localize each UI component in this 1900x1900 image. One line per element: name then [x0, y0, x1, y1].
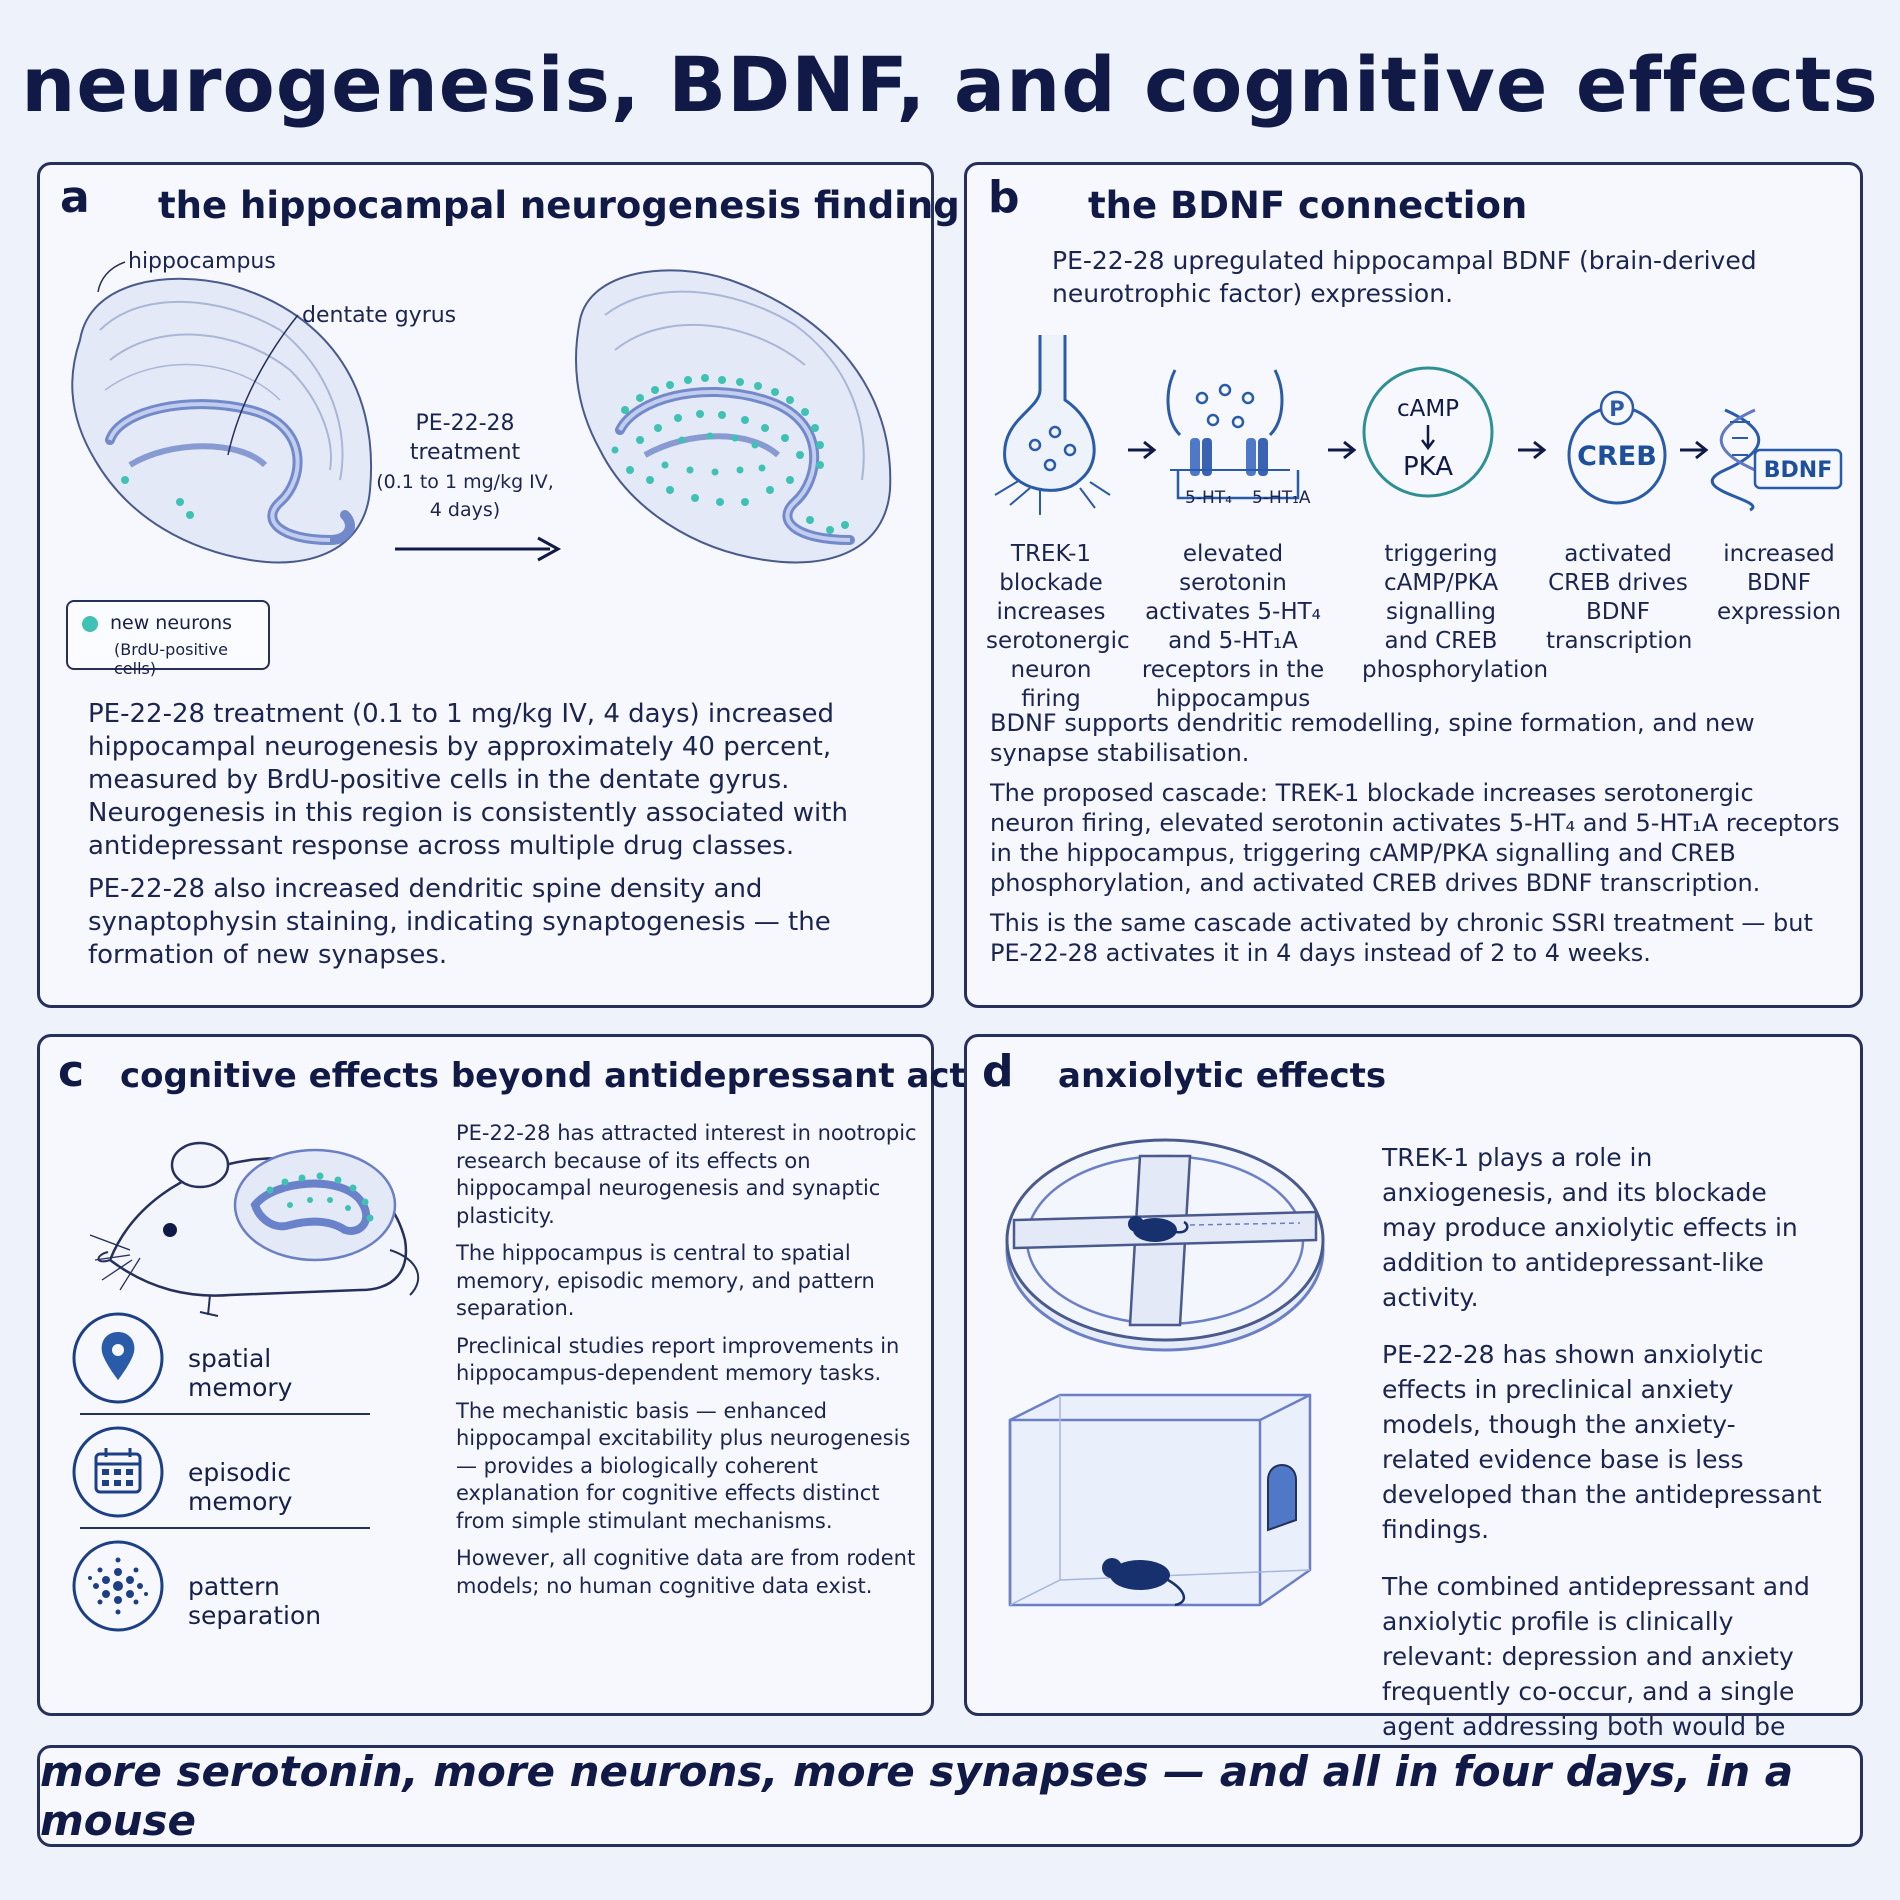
- panel-b-para-1: BDNF supports dendritic remodelling, spi…: [990, 709, 1755, 767]
- pattern-dots-icon: [72, 1540, 164, 1632]
- dna-icon: [1710, 408, 1760, 512]
- panel-a-para-1: PE-22-28 treatment (0.1 to 1 mg/kg IV, 4…: [88, 699, 848, 861]
- panel-d-para-1: TREK-1 plays a role in anxiogenesis, and…: [1382, 1143, 1798, 1312]
- panel-d-text: TREK-1 plays a role in anxiogenesis, and…: [1382, 1140, 1822, 1789]
- step-3-label: triggering cAMP/PKA signalling and CREB …: [1362, 541, 1549, 683]
- elevated-plus-maze-illustration: [1005, 1138, 1325, 1352]
- memory-divider: [80, 1527, 370, 1529]
- arrow-down-icon: [1421, 425, 1435, 451]
- hippocampus-label: hippocampus: [128, 249, 276, 274]
- bdnf-cascade-diagram: 5-HT₄ 5-HT₁A cAMP PKA P CREB BDNF: [994, 335, 1843, 515]
- dentate-gyrus-label: dentate gyrus: [302, 303, 456, 328]
- memory-item-pattern: pattern separation: [70, 1538, 374, 1642]
- panel-c-text: PE-22-28 has attracted interest in nootr…: [456, 1120, 918, 1610]
- neurons-legend: new neurons (BrdU-positive cells): [66, 600, 270, 678]
- memory-item-spatial: spatial memory: [70, 1310, 374, 1414]
- hippocampus-diagram: hippocampus dentate gyrus PE-22-28 treat…: [71, 249, 892, 564]
- panel-c-label: c: [58, 1046, 85, 1097]
- phosphate-label: P: [1609, 397, 1624, 421]
- panel-a-text: PE-22-28 treatment (0.1 to 1 mg/kg IV, 4…: [88, 698, 908, 982]
- page-title: neurogenesis, BDNF, and cognitive effect…: [21, 40, 1879, 129]
- arrow-right-icon: [1680, 440, 1709, 460]
- light-dark-box-illustration: [1008, 1393, 1312, 1607]
- panel-d-title: anxiolytic effects: [1058, 1056, 1387, 1096]
- mouse-icon: [1128, 1216, 1189, 1242]
- panel-d-para-3: The combined antidepressant and anxiolyt…: [1382, 1572, 1810, 1776]
- hippocampus-before: [71, 277, 373, 564]
- panel-d-label: d: [982, 1046, 1014, 1097]
- panel-c-title: cognitive effects beyond antidepressant …: [120, 1056, 1050, 1096]
- treatment-line-3: (0.1 to 1 mg/kg IV,: [376, 471, 554, 493]
- neuron-terminal-icon: [994, 335, 1111, 515]
- mouse-icon: [1102, 1558, 1186, 1607]
- panel-c-para-5: However, all cognitive data are from rod…: [456, 1546, 916, 1598]
- hippocampus-after: [575, 269, 892, 564]
- location-pin-icon: [72, 1312, 164, 1404]
- memory-item-spatial-label: spatial memory: [188, 1344, 293, 1402]
- panel-c-para-2: The hippocampus is central to spatial me…: [456, 1241, 875, 1320]
- panel-d-para-2: PE-22-28 has shown anxiolytic effects in…: [1382, 1340, 1822, 1544]
- arrow-right-icon: [1128, 440, 1157, 460]
- arrow-right-icon: [395, 536, 562, 562]
- receptors-icon: [1166, 369, 1300, 500]
- legend-line-1: new neurons: [110, 612, 233, 634]
- creb-label: CREB: [1577, 441, 1657, 472]
- step-2-label: elevated serotonin activates 5-HT₄ and 5…: [1141, 541, 1325, 712]
- receptor-2-label: 5-HT₁A: [1252, 488, 1311, 508]
- treatment-line-2: treatment: [410, 440, 521, 465]
- panel-b: [964, 162, 1863, 1008]
- legend-line-2: (BrdU-positive cells): [114, 640, 228, 678]
- panel-c-para-3: Preclinical studies report improvements …: [456, 1333, 900, 1386]
- panel-c-para-1: PE-22-28 has attracted interest in nootr…: [456, 1121, 917, 1228]
- receptor-1-label: 5-HT₄: [1185, 488, 1232, 508]
- panel-b-para-2: The proposed cascade: TREK-1 blockade in…: [990, 779, 1840, 897]
- step-5-label: increased BDNF expression: [1716, 541, 1842, 625]
- panel-a-title: the hippocampal neurogenesis finding: [158, 184, 960, 227]
- memory-item-pattern-label: pattern separation: [188, 1572, 322, 1630]
- panel-b-intro: PE-22-28 upregulated hippocampal BDNF (b…: [1052, 246, 1757, 308]
- panel-c-para-4: The mechanistic basis — enhanced hippoca…: [456, 1398, 911, 1533]
- panel-b-title: the BDNF connection: [1088, 184, 1528, 227]
- memory-item-episodic: episodic memory: [70, 1424, 374, 1528]
- footer-text: more serotonin, more neurons, more synap…: [40, 1747, 1794, 1845]
- panel-b-para-3: This is the same cascade activated by ch…: [990, 909, 1813, 967]
- camp-label: cAMP: [1397, 396, 1459, 422]
- arrow-right-icon: [1518, 440, 1547, 460]
- memory-divider: [80, 1413, 370, 1415]
- memory-item-episodic-label: episodic memory: [188, 1458, 293, 1516]
- step-4-label: activated CREB drives BDNF transcription: [1546, 541, 1693, 654]
- phosphate-circle: [1599, 390, 1635, 426]
- mouse-brain-illustration: [90, 1141, 420, 1317]
- panel-a-label: a: [60, 172, 90, 223]
- pka-label: PKA: [1403, 452, 1453, 482]
- panel-b-label: b: [988, 172, 1020, 223]
- bdnf-tag-label: BDNF: [1764, 458, 1832, 483]
- footer-banner: more serotonin, more neurons, more synap…: [37, 1745, 1863, 1847]
- panel-b-text: BDNF supports dendritic remodelling, spi…: [990, 708, 1840, 978]
- calendar-icon: [72, 1426, 164, 1518]
- arrow-right-icon: [1328, 440, 1357, 460]
- new-neuron-dot-icon: [82, 616, 98, 632]
- bdnf-tag: [1753, 448, 1843, 490]
- panel-a-para-2: PE-22-28 also increased dendritic spine …: [88, 874, 831, 970]
- treatment-line-4: 4 days): [430, 499, 500, 521]
- treatment-line-1: PE-22-28: [415, 411, 514, 436]
- step-1-label: TREK-1 blockade increases serotonergic n…: [986, 541, 1130, 712]
